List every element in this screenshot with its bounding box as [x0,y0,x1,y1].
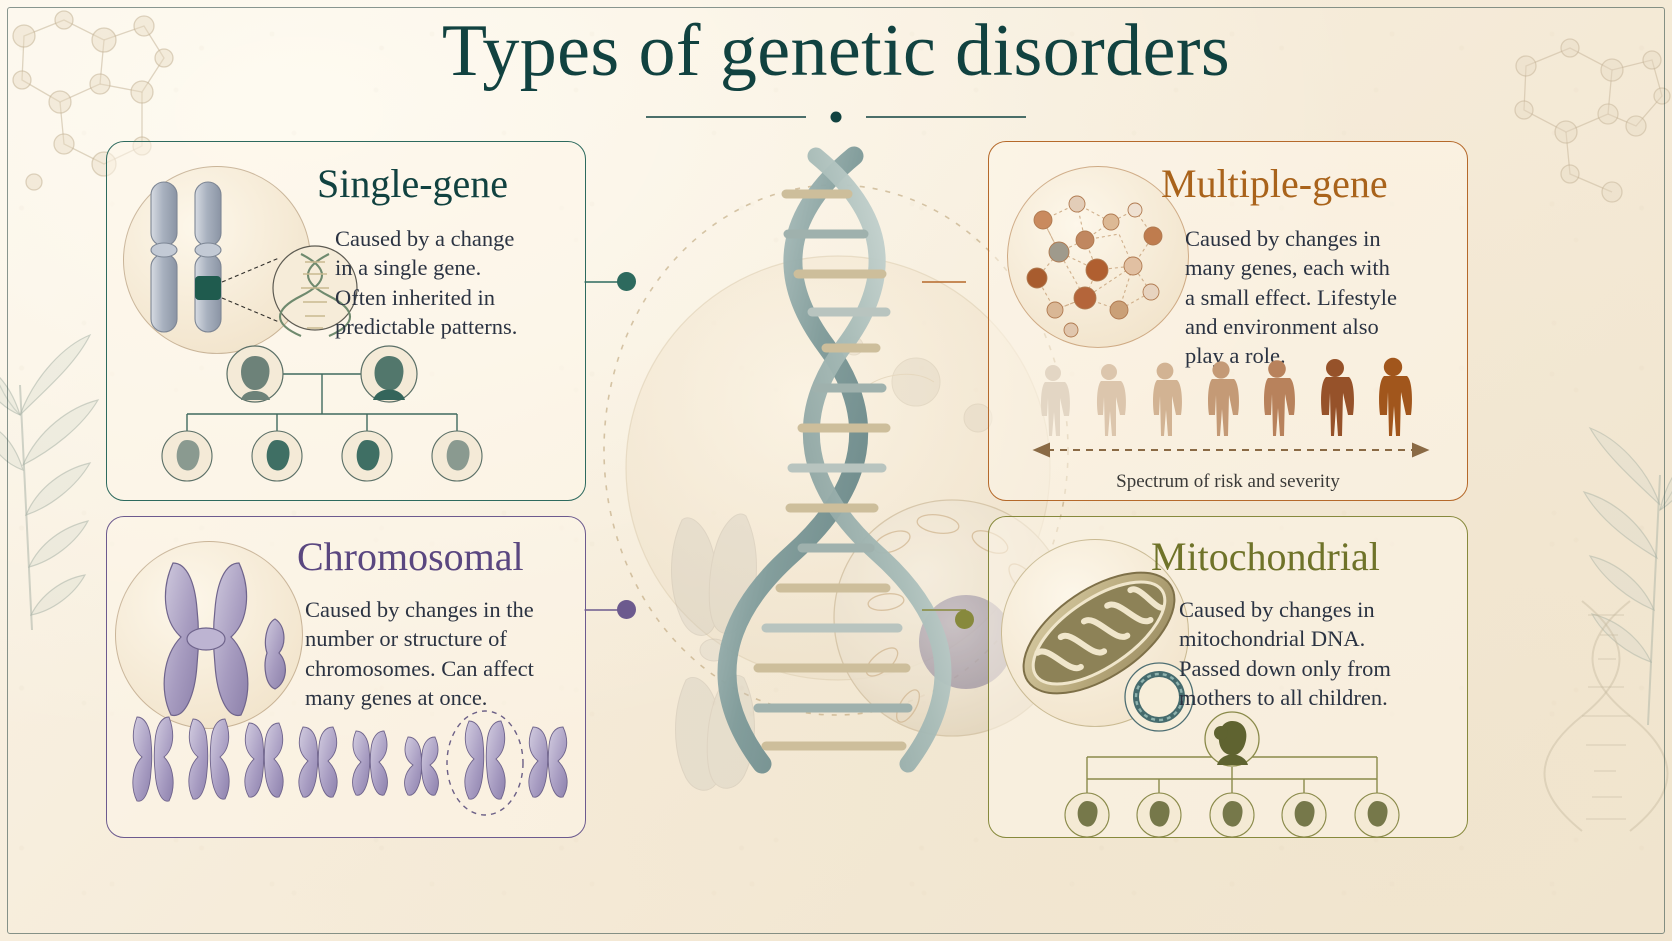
pedigree-family-tree [161,345,483,482]
pedigree-children [161,430,483,482]
heading-chromosomal: Chromosomal [297,534,524,579]
karyotype-pair [298,726,338,798]
gene-locus-band [195,276,221,300]
body-line: Caused by changes in [1185,226,1381,251]
karyotype-pair [404,736,439,796]
cristae [1034,586,1165,672]
gene-network-nodes-icon [1026,195,1163,338]
human-figure [1208,361,1239,436]
maternal-inheritance-tree [1064,711,1400,838]
karyotype-pair [244,722,284,798]
connector-dot-single-gene [617,272,636,291]
karyotype-pair [352,730,388,796]
human-figure [1264,360,1295,436]
body-chromosomal: Caused by changes in the number or struc… [305,595,537,712]
body-line: many genes, each with [1185,255,1390,281]
multiple-gene-icon-circle [1007,166,1189,348]
body-line: chromosomes. Can affect [305,655,534,681]
karyotype-row [132,710,568,816]
body-multiple-gene: Caused by changes in many genes, each wi… [1185,224,1411,370]
connector-network [584,281,966,611]
human-figure [1321,359,1354,436]
body-line: Often inherited in [335,284,495,310]
body-line: Caused by a change [335,226,515,251]
body-line: a small effect. Lifestyle [1185,284,1397,310]
body-line: many genes at once. [305,684,488,710]
chromosome-with-fragment-icon [163,562,286,716]
page-title: Types of genetic disorders [441,10,1231,92]
heading-multiple-gene: Multiple-gene [1161,161,1388,206]
body-line: predictable patterns. [335,313,518,339]
dna-inset [279,253,351,337]
heading-single-gene: Single-gene [317,161,509,206]
card-single-gene[interactable]: Single-gene Caused by a change in a sing… [106,141,586,501]
bottom-right-helix-decoration [1543,600,1669,832]
karyotype-pair [188,718,230,800]
human-figure [1041,365,1070,436]
body-mitochondrial: Caused by changes in mitochondrial DNA. … [1179,595,1409,712]
circular-mitochondrial-dna [1124,662,1194,732]
body-line: mothers to all children. [1179,684,1388,710]
karyotype-pair [528,726,568,798]
body-line: and environment also [1185,313,1379,339]
human-figure [1097,364,1126,436]
spectrum-caption: Spectrum of risk and severity [1116,471,1340,492]
card-multiple-gene[interactable]: Multiple-gene Caused by changes in many … [988,141,1468,501]
karyotype-pair [132,716,174,802]
mitochondrion-with-circular-dna-icon [1022,571,1194,732]
title-block: Types of genetic disorders [0,10,1672,92]
mother-node [1204,711,1260,767]
body-line: play a role. [1185,343,1286,368]
dna-double-helix [717,146,952,774]
body-line: Caused by changes in the [305,597,534,622]
pedigree-parent-male [226,345,284,403]
body-line: Caused by changes in [1179,597,1375,622]
body-line: number or structure of [305,626,507,652]
card-chromosomal[interactable]: Chromosomal Caused by changes in the num… [106,516,586,838]
body-line: mitochondrial DNA. [1179,626,1366,652]
right-botanical-decoration [1582,426,1672,726]
human-figure [1379,357,1412,436]
heading-mitochondrial: Mitochondrial [1151,534,1380,579]
title-divider-ornament [646,111,1026,123]
spectrum-arrow [1032,442,1430,458]
connector-dot-mitochondrial [955,610,974,629]
chromosome-pair-with-gene-locus-icon [150,181,358,337]
pedigree-parent-female [360,345,418,403]
center-illustration [603,146,1071,791]
card-mitochondrial[interactable]: Mitochondrial Caused by changes in mitoc… [988,516,1468,838]
connector-dot-chromosomal [617,600,636,619]
karyotype-highlight-ellipse [446,710,524,816]
body-line: Passed down only from [1179,655,1391,681]
children-nodes [1064,792,1400,838]
risk-spectrum-figures [1032,357,1430,458]
body-line: in a single gene. [335,255,482,281]
body-single-gene: Caused by a change in a single gene. Oft… [335,224,545,341]
karyotype-pair-highlighted [464,720,506,800]
human-figure [1153,362,1182,436]
